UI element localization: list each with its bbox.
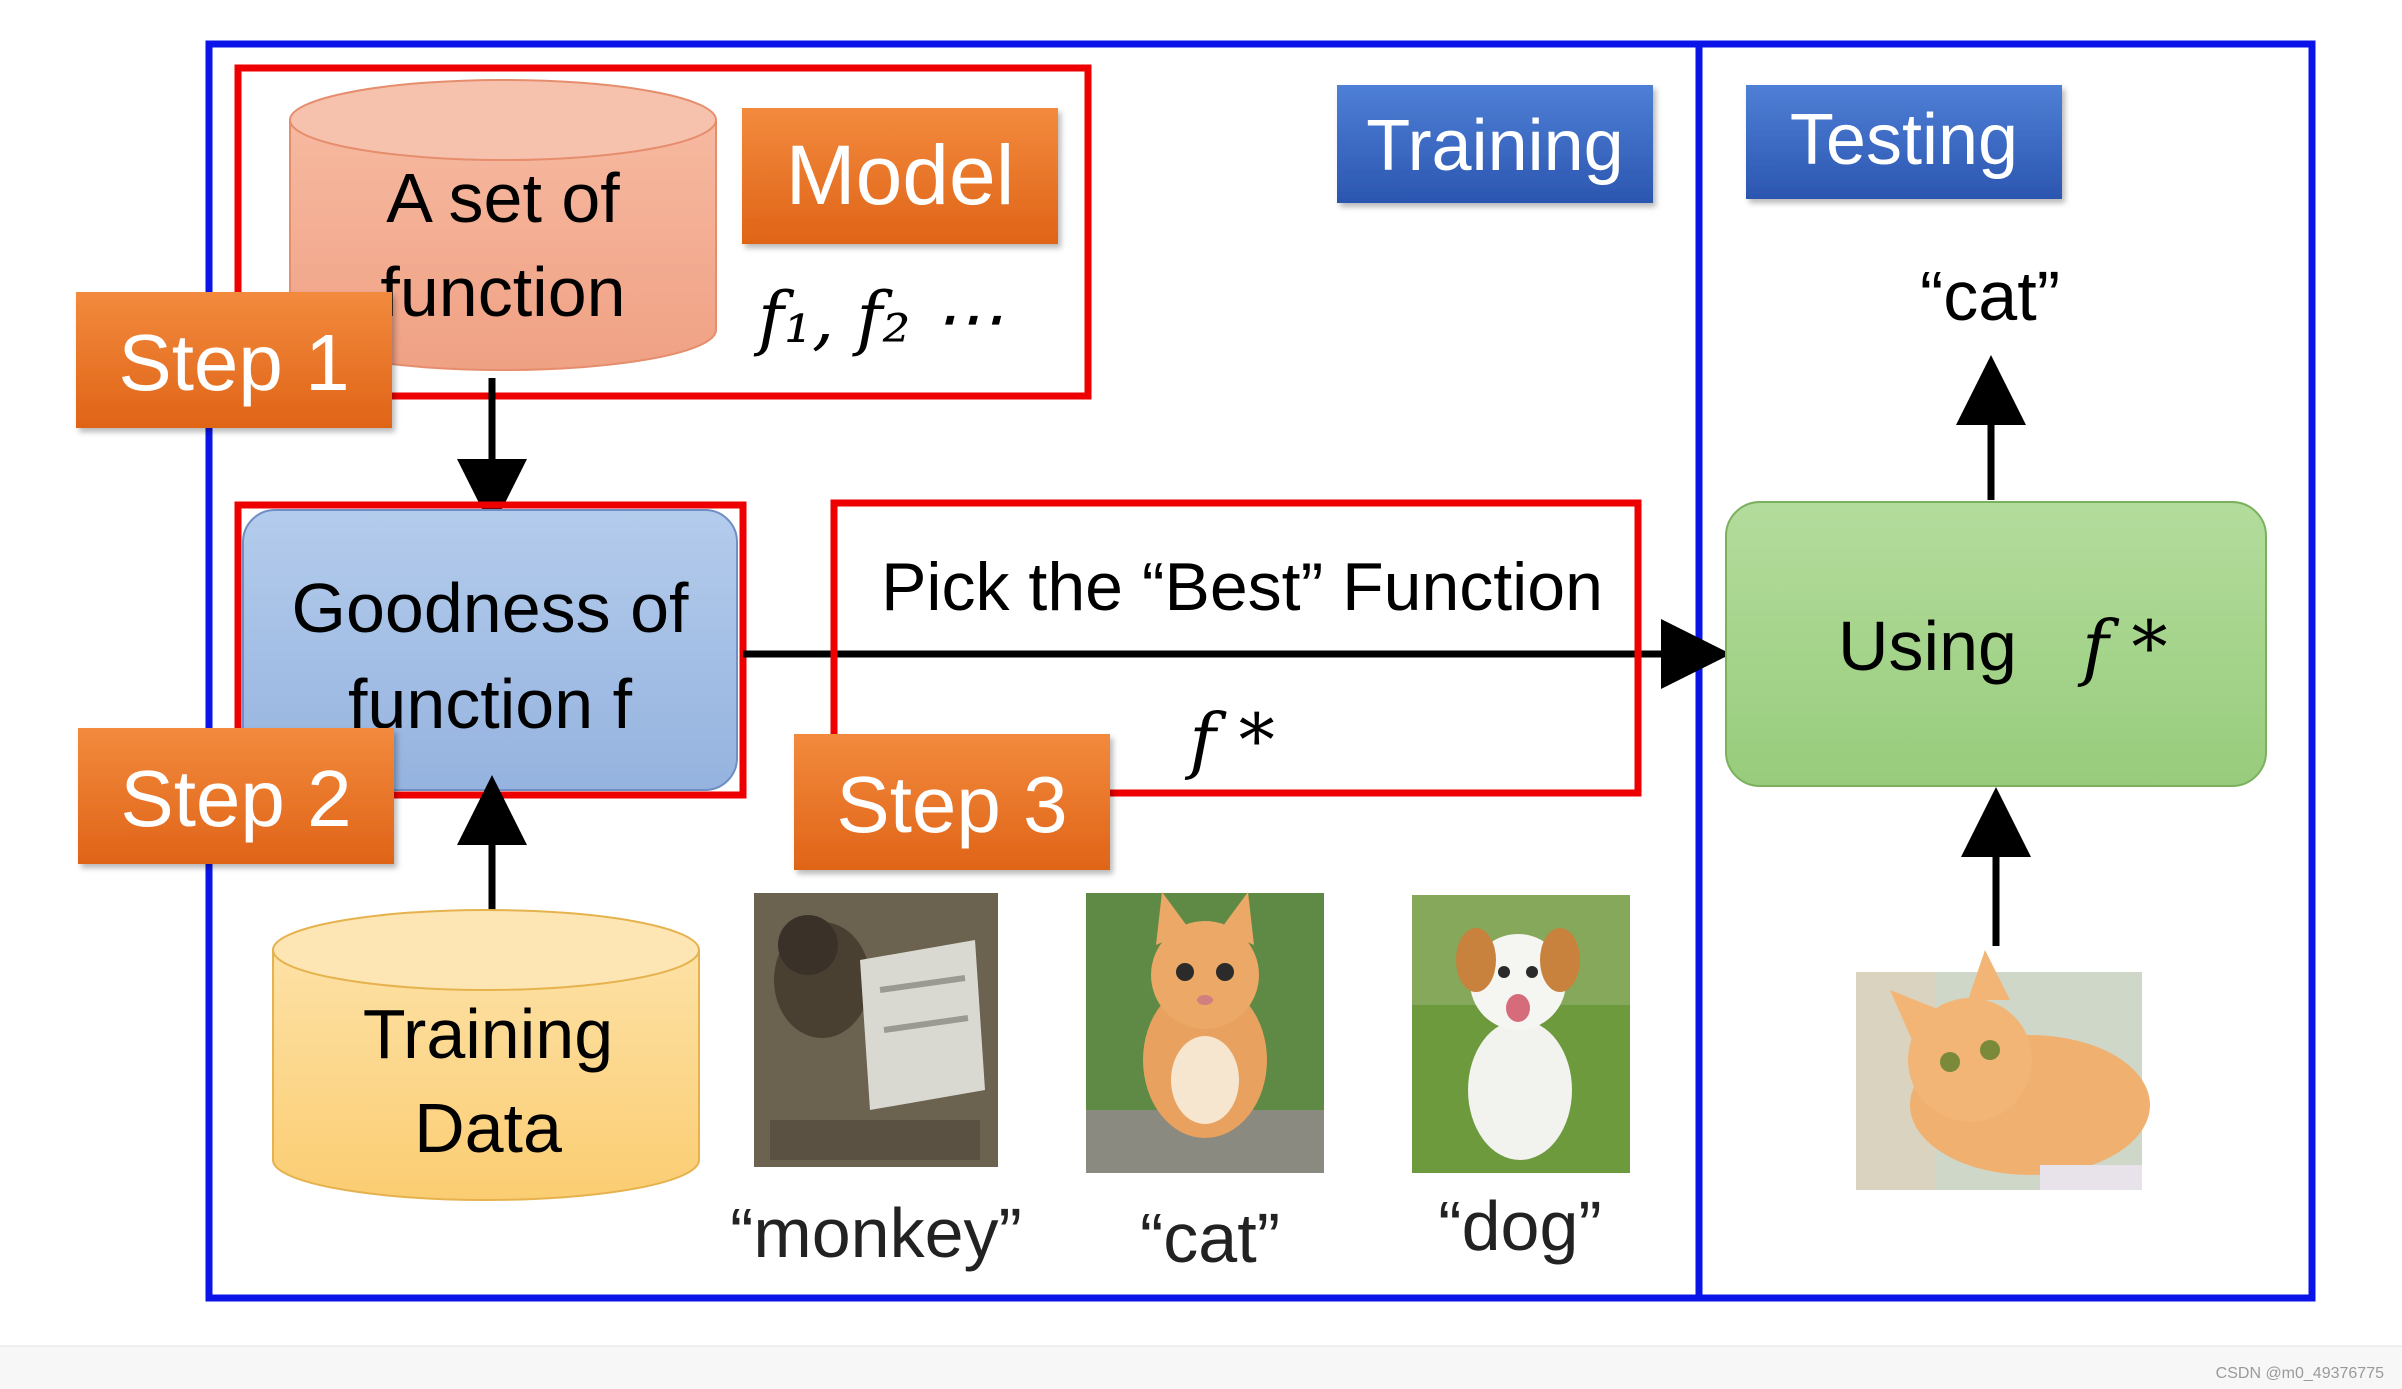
step3-tag — [794, 734, 1110, 870]
training-data-cylinder — [272, 909, 700, 1201]
test-output-label: “cat” — [1920, 257, 2060, 335]
step2-tag — [78, 728, 394, 864]
training-tag-label: Training — [1366, 106, 1623, 186]
step1-frame — [234, 64, 1092, 400]
step2-label: Step 2 — [120, 754, 351, 843]
function-set-line2: function — [380, 253, 625, 331]
training-data-line2: Data — [414, 1089, 562, 1167]
step3-frame — [830, 499, 1642, 797]
training-data-line1: Training — [363, 995, 613, 1073]
dog-image — [1412, 895, 1630, 1173]
goodness-line2: function f — [348, 665, 633, 743]
step1-tag — [76, 292, 392, 428]
monkey-image — [754, 893, 998, 1167]
using-f-star: f * — [2077, 605, 2168, 689]
cat-image — [1086, 892, 1324, 1173]
step1-label: Step 1 — [118, 318, 349, 407]
pick-best-label: Pick the “Best” Function — [881, 549, 1603, 625]
model-tag — [742, 108, 1058, 244]
testing-tag-label: Testing — [1790, 100, 2018, 180]
model-tag-label: Model — [786, 128, 1015, 222]
function-set-line1: A set of — [386, 159, 620, 237]
watermark: CSDN @m0_49376775 — [2215, 1365, 2384, 1382]
using-box — [1725, 501, 2267, 787]
testing-tag — [1746, 85, 2062, 199]
function-set-cylinder — [289, 79, 717, 371]
using-label: Using — [1838, 607, 2017, 685]
cat-label: “cat” — [1140, 1199, 1280, 1277]
test-cat-image — [1856, 950, 2150, 1190]
monkey-label: “monkey” — [730, 1194, 1022, 1272]
footer-bar: CSDN @m0_49376775 — [0, 1345, 2402, 1389]
dog-label: “dog” — [1438, 1187, 1601, 1265]
function-list: f₁, f₂ ⋯ — [753, 277, 1003, 359]
f-star-label: f * — [1184, 698, 1275, 782]
goodness-line1: Goodness of — [292, 569, 689, 647]
training-tag — [1337, 85, 1653, 203]
step3-label: Step 3 — [836, 760, 1067, 849]
